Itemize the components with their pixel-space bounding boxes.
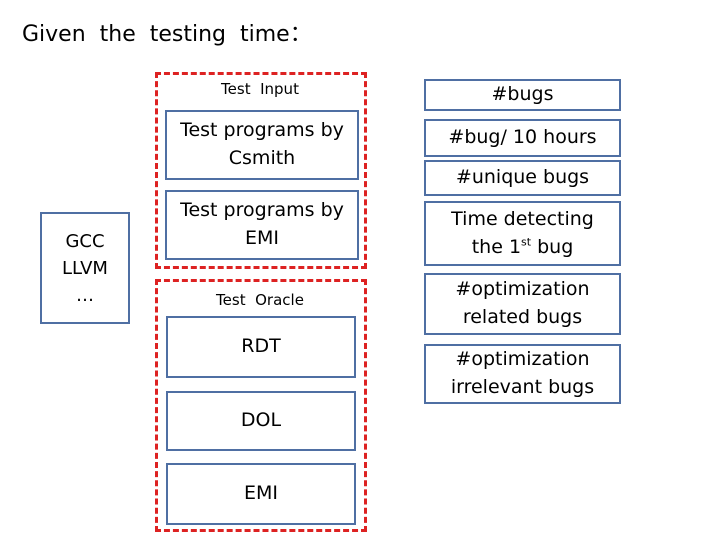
metric-bugs: #bugs [424, 79, 621, 111]
oracle-box-rdt: RDT [166, 316, 356, 378]
test-oracle-label: Test Oracle [216, 291, 304, 309]
test-input-group [155, 72, 367, 269]
oracle-box-emi: EMI [166, 463, 356, 525]
metric-time-first-bug-line1: Time detecting [451, 207, 594, 230]
metric-time-first-bug-post: bug [531, 235, 574, 258]
input-box-csmith: Test programs by Csmith [165, 110, 359, 180]
metric-optimization-related: #optimization related bugs [424, 273, 621, 335]
metric-unique-bugs: #unique bugs [424, 160, 621, 196]
page-title: Given the testing time： [22, 22, 312, 47]
metric-time-first-bug-line2: the 1st bug [472, 234, 574, 262]
input-box-emi: Test programs by EMI [165, 190, 359, 260]
test-oracle-group [155, 279, 367, 532]
compilers-box: GCC LLVM … [40, 212, 130, 324]
metric-time-first-bug: Time detecting the 1st bug [424, 201, 621, 266]
metric-optimization-irrelevant: #optimization irrelevant bugs [424, 344, 621, 404]
metric-bugs-per-10-hours: #bug/ 10 hours [424, 119, 621, 157]
metric-time-first-bug-pre: the 1 [471, 235, 522, 258]
metric-time-first-bug-sup: st [521, 235, 532, 249]
test-input-label: Test Input [221, 80, 299, 98]
oracle-box-dol: DOL [166, 391, 356, 451]
